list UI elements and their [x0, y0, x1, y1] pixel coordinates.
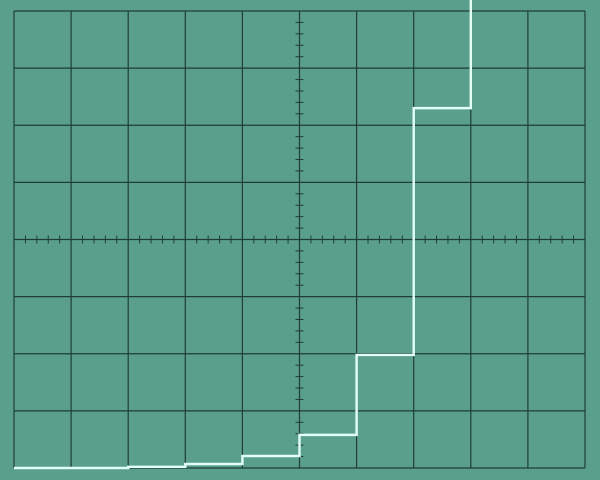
graticule-ticks	[24, 21, 575, 458]
trace	[13, 0, 472, 470]
trace-series-0	[14, 0, 472, 470]
